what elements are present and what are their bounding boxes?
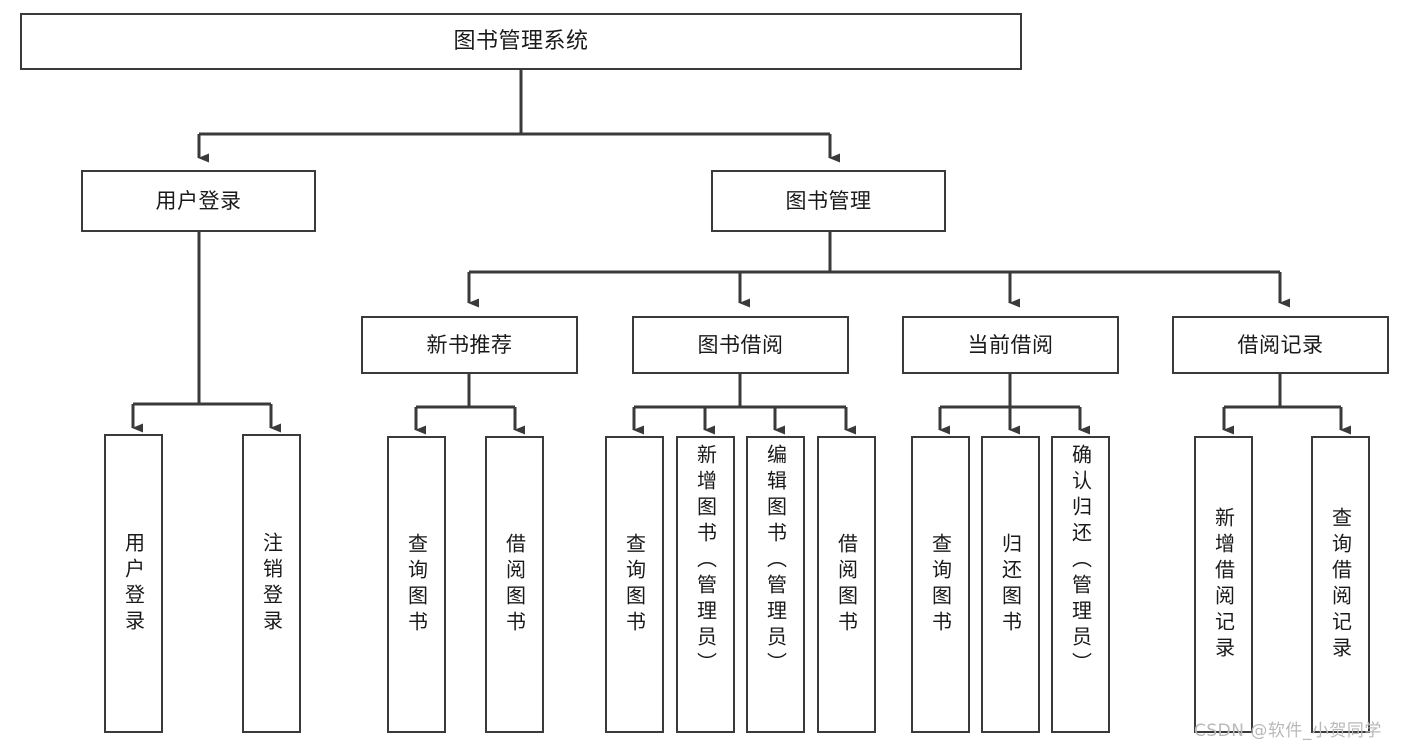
node-label: 用户登录	[121, 531, 146, 636]
node-label: 图书管理	[785, 188, 872, 213]
node-book-borrow[interactable]: 图书借阅	[632, 316, 849, 374]
leaf-user-login-signout[interactable]: 注销登录	[242, 434, 301, 733]
node-label: 编辑图书（管理员）	[763, 444, 788, 678]
leaf-current-borrow-confirm-return[interactable]: 确认归还（管理员）	[1051, 436, 1110, 733]
leaf-book-borrow-borrow[interactable]: 借阅图书	[817, 436, 876, 733]
leaf-borrow-record-add[interactable]: 新增借阅记录	[1194, 436, 1253, 733]
leaf-new-book-query[interactable]: 查询图书	[387, 436, 446, 733]
node-user-login[interactable]: 用户登录	[81, 170, 316, 232]
node-label: 新增图书（管理员）	[693, 444, 718, 678]
leaf-borrow-record-query[interactable]: 查询借阅记录	[1311, 436, 1370, 733]
node-label: 借阅图书	[834, 532, 859, 637]
node-label: 图书管理系统	[453, 28, 589, 54]
node-label: 当前借阅	[967, 332, 1054, 357]
node-label: 查询图书	[622, 532, 647, 637]
node-label: 查询图书	[928, 532, 953, 637]
leaf-current-borrow-return[interactable]: 归还图书	[981, 436, 1040, 733]
node-label: 新书推荐	[426, 332, 513, 357]
node-root-system[interactable]: 图书管理系统	[20, 13, 1022, 70]
node-label: 注销登录	[259, 531, 284, 636]
leaf-book-borrow-add[interactable]: 新增图书（管理员）	[676, 436, 735, 733]
csdn-watermark: CSDN @软件_小贺同学	[1194, 721, 1382, 741]
node-label: 借阅图书	[502, 532, 527, 637]
node-label: 查询借阅记录	[1328, 506, 1353, 663]
node-book-management[interactable]: 图书管理	[711, 170, 946, 232]
node-label: 用户登录	[155, 188, 242, 213]
node-borrow-record[interactable]: 借阅记录	[1172, 316, 1389, 374]
leaf-book-borrow-edit[interactable]: 编辑图书（管理员）	[746, 436, 805, 733]
node-new-book-recommend[interactable]: 新书推荐	[361, 316, 578, 374]
leaf-user-login-signin[interactable]: 用户登录	[104, 434, 163, 733]
node-label: 确认归还（管理员）	[1068, 444, 1093, 678]
node-label: 图书借阅	[697, 332, 784, 357]
leaf-new-book-borrow[interactable]: 借阅图书	[485, 436, 544, 733]
node-current-borrow[interactable]: 当前借阅	[902, 316, 1119, 374]
node-label: 查询图书	[404, 532, 429, 637]
node-label: 归还图书	[998, 532, 1023, 637]
node-label: 新增借阅记录	[1211, 506, 1236, 663]
node-label: 借阅记录	[1237, 332, 1324, 357]
leaf-current-borrow-query[interactable]: 查询图书	[911, 436, 970, 733]
leaf-book-borrow-query[interactable]: 查询图书	[605, 436, 664, 733]
